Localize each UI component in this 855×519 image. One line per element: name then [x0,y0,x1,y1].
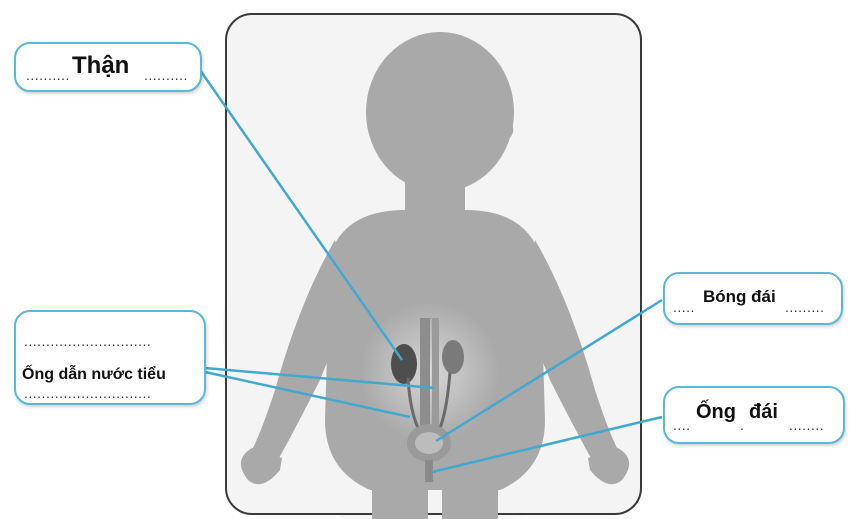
dots-middle: . [740,418,744,432]
dots-right: .......... [144,68,188,82]
dots-bottom: ............................. [24,386,151,400]
label-ong-dai-part1: Ống [696,402,736,422]
label-ong-dan-nuoc-tieu: Ống dẫn nước tiểu [22,367,166,383]
right-kidney [442,340,464,374]
dots-right: ........ [789,418,824,432]
dots-left: .......... [26,68,70,82]
dots-left: .... [673,418,691,432]
label-than: Thận [72,54,129,78]
label-box-than: .......... Thận .......... [14,42,202,92]
label-bong-dai: Bóng đái [703,288,776,305]
label-box-ong-dan-nuoc-tieu: ............................. Ống dẫn nư… [14,310,206,405]
vena-cava [432,318,439,428]
dots-right: ......... [785,300,825,314]
aorta [420,318,430,428]
dots-left: ..... [673,300,695,314]
label-box-bong-dai: ..... Bóng đái ......... [663,272,843,325]
label-box-ong-dai: .... Ống . đái ........ [663,386,845,444]
dots-top: ............................. [24,334,151,348]
label-ong-dai-part2: đái [749,402,778,422]
bladder-inner [415,432,443,454]
